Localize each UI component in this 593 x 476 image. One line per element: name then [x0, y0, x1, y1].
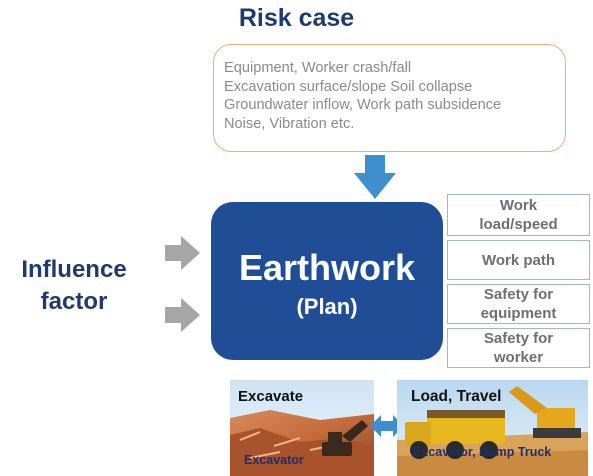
risk-line: Excavation surface/slope Soil collapse: [224, 78, 565, 97]
down-arrow-icon: [352, 155, 398, 201]
excavate-title: Excavate: [238, 388, 303, 405]
factor-work-path: Work path: [447, 240, 590, 280]
excavator-dump-truck-caption: Excavator, Dump Truck: [413, 445, 551, 459]
risk-case-box: Equipment, Worker crash/fall Excavation …: [213, 44, 566, 152]
factor-safety-worker: Safety for worker: [447, 328, 590, 368]
earthwork-plan-box: Earthwork (Plan): [211, 202, 443, 360]
plan-subtitle: (Plan): [211, 294, 443, 320]
earthwork-title: Earthwork: [211, 248, 443, 288]
load-travel-title: Load, Travel: [411, 388, 501, 406]
influence-line: factor: [6, 286, 142, 318]
factor-line: load/speed: [448, 215, 589, 234]
right-arrow-icon: [163, 234, 203, 274]
right-arrow-icon: [163, 296, 203, 336]
factor-work-load: Work load/speed: [447, 194, 590, 236]
factor-line: Safety for: [448, 285, 589, 304]
risk-line: Equipment, Worker crash/fall: [224, 59, 565, 78]
risk-case-title: Risk case: [0, 4, 593, 33]
influence-line: Influence: [6, 254, 142, 286]
factor-line: equipment: [448, 304, 589, 323]
excavator-caption: Excavator: [244, 453, 304, 467]
factor-line: Safety for: [448, 329, 589, 348]
factor-safety-equipment: Safety for equipment: [447, 284, 590, 324]
risk-line: Noise, Vibration etc.: [224, 115, 565, 134]
factor-line: Work path: [448, 251, 589, 270]
factor-line: Work: [448, 196, 589, 215]
factor-line: worker: [448, 348, 589, 367]
excavate-photo: Excavate Excavator: [230, 380, 374, 476]
influence-factor-label: Influence factor: [6, 254, 142, 318]
load-travel-photo: Load, Travel Excavator, Dump Truck: [397, 380, 588, 476]
risk-line: Groundwater inflow, Work path subsidence: [224, 96, 565, 115]
